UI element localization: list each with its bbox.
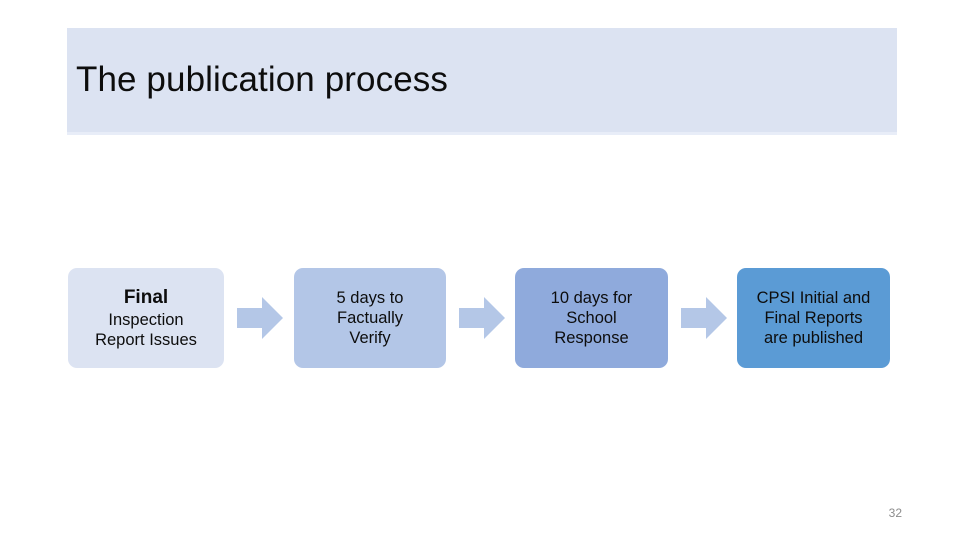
right-block-arrow-icon: [681, 297, 727, 339]
right-block-arrow-icon: [459, 297, 505, 339]
process-step-1-line-2: Inspection: [108, 310, 184, 329]
page-title: The publication process: [76, 59, 448, 99]
process-step-3-line-1: 10 days for: [550, 288, 633, 307]
process-step-3-line-3: Response: [554, 329, 629, 348]
process-step-4-line-1: CPSI Initial and: [756, 288, 871, 307]
process-step-1-line-1: Final: [123, 286, 169, 308]
process-step-1[interactable]: Final Inspection Report Issues: [68, 268, 224, 368]
page-number: 32: [888, 506, 902, 520]
process-flow-diagram: Final Inspection Report Issues 5 days to…: [0, 268, 960, 370]
right-block-arrow-icon: [237, 297, 283, 339]
process-step-2-line-3: Verify: [349, 329, 391, 348]
process-step-2-line-2: Factually: [336, 308, 404, 327]
title-banner: The publication process: [67, 28, 897, 132]
process-step-3-line-2: School: [566, 308, 617, 327]
process-step-3[interactable]: 10 days for School Response: [515, 268, 668, 368]
process-step-4-line-3: are published: [763, 329, 864, 348]
process-step-2[interactable]: 5 days to Factually Verify: [294, 268, 446, 368]
process-step-2-line-1: 5 days to: [336, 288, 404, 307]
process-step-4-line-2: Final Reports: [764, 308, 863, 327]
process-step-4[interactable]: CPSI Initial and Final Reports are publi…: [737, 268, 890, 368]
title-banner-underline: [67, 132, 897, 135]
process-step-1-line-3: Report Issues: [95, 330, 197, 349]
